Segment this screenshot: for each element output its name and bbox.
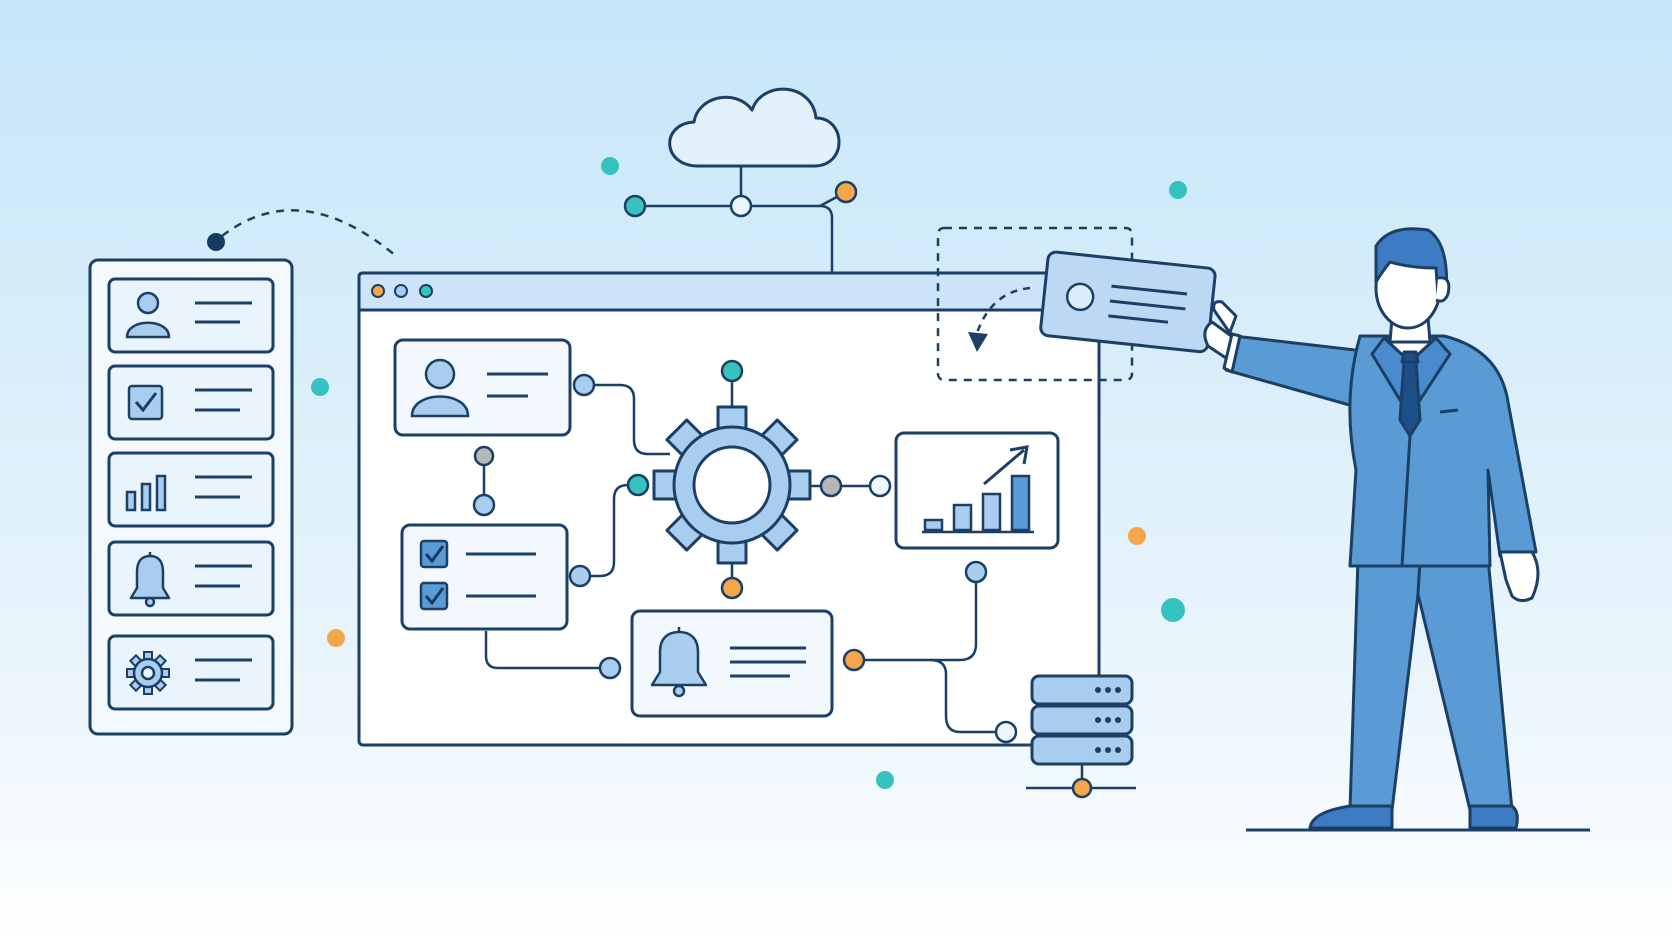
flow-card-notification[interactable] — [630, 609, 834, 718]
decor-dot-teal — [311, 378, 329, 396]
node-teal — [626, 473, 650, 497]
window-dot-blue[interactable] — [394, 284, 408, 298]
cloud-icon — [668, 87, 841, 168]
decor-dots — [311, 157, 1187, 789]
node-blue — [964, 560, 988, 584]
decor-dot-teal — [1161, 598, 1185, 622]
node-orange — [1071, 777, 1093, 799]
decor-dot-teal — [876, 771, 894, 789]
sidebar-item-notifications[interactable] — [107, 540, 275, 617]
flow-connectors — [482, 371, 1101, 734]
flow-card-tasks[interactable] — [400, 523, 569, 631]
decor-dot-orange — [1128, 527, 1146, 545]
node-white — [994, 720, 1018, 744]
checkbox-icon — [419, 539, 449, 611]
node-teal — [623, 194, 647, 218]
bell-icon — [129, 552, 171, 608]
node-blue — [598, 656, 622, 680]
node-gray — [473, 445, 495, 467]
server-icon — [1026, 674, 1136, 799]
sidebar-item-user[interactable] — [107, 277, 275, 354]
node-gray — [819, 474, 843, 498]
node-orange — [842, 648, 866, 672]
window-dot-orange[interactable] — [371, 284, 385, 298]
node-navy — [207, 233, 225, 251]
gear-icon — [652, 405, 812, 565]
node-white — [868, 474, 892, 498]
decor-dot-teal — [601, 157, 619, 175]
window-dot-teal[interactable] — [419, 284, 433, 298]
checkbox-icon — [127, 384, 164, 421]
node-white — [729, 194, 753, 218]
node-orange — [720, 576, 744, 600]
sidebar-panel — [88, 209, 397, 736]
flow-card-user[interactable] — [393, 338, 572, 437]
return-arrow — [974, 286, 1031, 337]
node-blue — [572, 373, 596, 397]
node-orange — [834, 180, 858, 204]
flow-card-analytics[interactable] — [894, 431, 1060, 550]
drag-card-icon[interactable] — [1039, 250, 1217, 354]
node-blue — [472, 493, 496, 517]
bar-chart-icon — [922, 445, 1034, 534]
sidebar-item-task[interactable] — [107, 364, 275, 441]
bar-chart-icon — [125, 474, 167, 512]
node-blue — [568, 564, 592, 588]
bell-icon — [650, 627, 708, 698]
sidebar-item-settings[interactable] — [107, 634, 275, 711]
gear-icon — [126, 651, 170, 695]
user-icon — [410, 358, 470, 418]
sidebar-item-analytics[interactable] — [107, 451, 275, 528]
node-teal — [720, 359, 744, 383]
decor-dot-orange — [327, 629, 345, 647]
businessman-figure — [1203, 227, 1540, 830]
user-icon — [125, 291, 171, 339]
decor-dot-teal — [1169, 181, 1187, 199]
